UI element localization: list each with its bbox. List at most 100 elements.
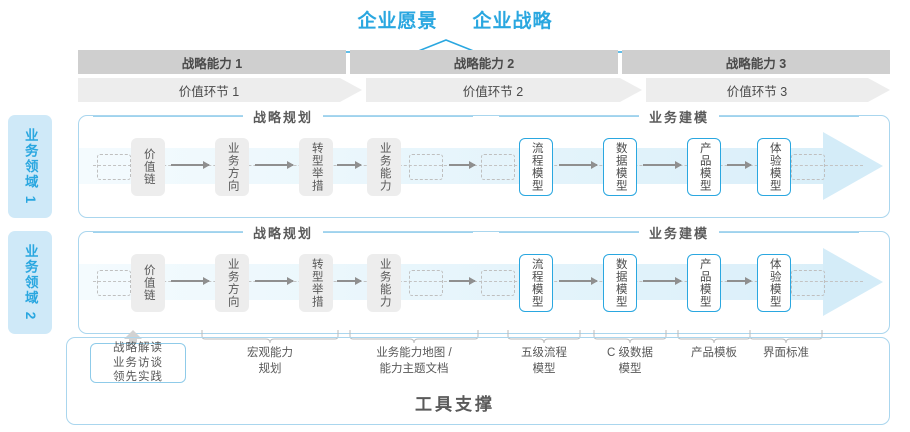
node-label: 转型举措 xyxy=(310,142,323,192)
tool-label-capability-map: 业务能力地图 / 能力主题文档 xyxy=(376,347,452,375)
node-label: 转型举措 xyxy=(310,258,323,308)
node-label: 产品模型 xyxy=(698,142,711,192)
tool-label-product-template: 产品模板 xyxy=(691,347,737,359)
section-header-modeling-1: 业务建模 xyxy=(499,106,860,126)
section-rule-left-m1 xyxy=(499,115,639,117)
tool-label-macro-capability: 宏观能力 规划 xyxy=(247,347,293,375)
section-title-modeling-2: 业务建模 xyxy=(639,222,720,242)
node-label: 体验模型 xyxy=(768,258,781,308)
arrow-2-5-icon xyxy=(559,277,598,285)
ghost-box-1d xyxy=(791,154,825,180)
bracket-process-model xyxy=(507,330,581,344)
node-modeling-1-3[interactable]: 产品模型 xyxy=(687,138,721,196)
node-label: 价值链 xyxy=(142,264,155,302)
tool-card-strategy-inputs[interactable]: 战略解读 业务访谈 领先实践 xyxy=(90,341,186,384)
node-modeling-2-3[interactable]: 产品模型 xyxy=(687,254,721,312)
node-label: 价值链 xyxy=(142,148,155,186)
node-planning-2-4[interactable]: 业务能力 xyxy=(367,254,401,312)
arrow-1-1-icon xyxy=(171,161,210,169)
arrow-2-6-icon xyxy=(643,277,682,285)
arrow-1-6-icon xyxy=(643,161,682,169)
node-planning-2-3[interactable]: 转型举措 xyxy=(299,254,333,312)
domain-1-label: 业务领域 1 xyxy=(22,127,38,206)
dashed-track-2 xyxy=(93,281,863,282)
node-label: 数据模型 xyxy=(614,258,627,308)
ghost-box-2d xyxy=(791,270,825,296)
tool-support-container xyxy=(66,337,890,425)
value-segment-3: 价值环节 3 xyxy=(646,78,868,102)
tool-label-process-model: 五级流程 模型 xyxy=(521,347,567,375)
strategy-title: 企业战略 xyxy=(472,11,553,32)
value-bar-row: 价值环节 1 价值环节 2 价值环节 3 xyxy=(78,78,890,102)
page-title: 企业愿景 企业战略 xyxy=(0,6,910,33)
node-planning-1-4[interactable]: 业务能力 xyxy=(367,138,401,196)
capability-bar-row: 战略能力 1 战略能力 2 战略能力 3 xyxy=(78,50,890,74)
arrow-2-7-icon xyxy=(727,277,752,285)
value-segment-2: 价值环节 2 xyxy=(366,78,620,102)
node-modeling-2-4[interactable]: 体验模型 xyxy=(757,254,791,312)
sidebar-item-domain-2[interactable]: 业务领域 2 xyxy=(8,231,52,334)
section-rule-left-2 xyxy=(93,231,243,233)
value-chevron-2-icon xyxy=(620,78,642,102)
node-planning-1-3[interactable]: 转型举措 xyxy=(299,138,333,196)
node-label: 业务方向 xyxy=(226,258,239,308)
section-rule-left-m2 xyxy=(499,231,639,233)
node-modeling-2-2[interactable]: 数据模型 xyxy=(603,254,637,312)
node-planning-2-2[interactable]: 业务方向 xyxy=(215,254,249,312)
tool-label-ui-standard: 界面标准 xyxy=(763,347,809,359)
sidebar-item-domain-1[interactable]: 业务领域 1 xyxy=(8,115,52,218)
section-header-planning-1: 战略规划 xyxy=(93,106,474,126)
node-label: 体验模型 xyxy=(768,142,781,192)
ghost-box-2b xyxy=(409,270,443,296)
arrow-2-2-icon xyxy=(255,277,294,285)
arrow-1-7-icon xyxy=(727,161,752,169)
arrow-1-5-icon xyxy=(559,161,598,169)
bracket-capability-map xyxy=(349,330,479,344)
node-label: 数据模型 xyxy=(614,142,627,192)
dashed-track-1 xyxy=(93,165,863,166)
section-title-planning-1: 战略规划 xyxy=(243,106,324,126)
section-header-planning-2: 战略规划 xyxy=(93,222,474,242)
section-title-planning-2: 战略规划 xyxy=(243,222,324,242)
flow-band-arrowhead-2-icon xyxy=(823,248,883,316)
node-modeling-1-1[interactable]: 流程模型 xyxy=(519,138,553,196)
section-rule-right-m1 xyxy=(719,115,860,117)
ghost-box-1a xyxy=(97,154,131,180)
domain-2-label: 业务领域 2 xyxy=(22,243,38,322)
capability-segment-3: 战略能力 3 xyxy=(622,50,890,74)
node-label: 业务方向 xyxy=(226,142,239,192)
arrow-1-2-icon xyxy=(255,161,294,169)
ghost-box-1b xyxy=(409,154,443,180)
node-label: 业务能力 xyxy=(378,142,391,192)
tool-card-label: 战略解读 业务访谈 领先实践 xyxy=(113,341,163,384)
arrow-2-1-icon xyxy=(171,277,210,285)
ghost-box-1c xyxy=(481,154,515,180)
value-segment-1: 价值环节 1 xyxy=(78,78,340,102)
capability-segment-2: 战略能力 2 xyxy=(350,50,618,74)
arrow-1-4-icon xyxy=(449,161,476,169)
vision-title: 企业愿景 xyxy=(357,11,438,32)
node-label: 产品模型 xyxy=(698,258,711,308)
node-label: 流程模型 xyxy=(530,142,543,192)
arrow-2-4-icon xyxy=(449,277,476,285)
footer-title: 工具支撑 xyxy=(415,395,495,414)
domain-row-2: 战略规划 业务建模 价值链 业务方向 转型举措 业务能力 流程模型 数据模型 产… xyxy=(78,222,890,334)
flow-band-arrowhead-1-icon xyxy=(823,132,883,200)
node-modeling-1-2[interactable]: 数据模型 xyxy=(603,138,637,196)
value-chevron-3-icon xyxy=(868,78,890,102)
node-planning-1-1[interactable]: 价值链 xyxy=(131,138,165,196)
section-rule-left-1 xyxy=(93,115,243,117)
node-planning-1-2[interactable]: 业务方向 xyxy=(215,138,249,196)
node-label: 业务能力 xyxy=(378,258,391,308)
node-modeling-2-1[interactable]: 流程模型 xyxy=(519,254,553,312)
node-modeling-1-4[interactable]: 体验模型 xyxy=(757,138,791,196)
capability-segment-1: 战略能力 1 xyxy=(78,50,346,74)
domain-row-1: 战略规划 业务建模 价值链 业务方向 转型举措 业务能力 流程模型 数据模型 产… xyxy=(78,106,890,218)
section-rule-right-1 xyxy=(323,115,474,117)
bracket-data-model xyxy=(593,330,667,344)
bracket-product-template xyxy=(677,330,751,344)
node-planning-2-1[interactable]: 价值链 xyxy=(131,254,165,312)
arrow-1-3-icon xyxy=(337,161,362,169)
value-chevron-1-icon xyxy=(340,78,362,102)
arrow-2-3-icon xyxy=(337,277,362,285)
